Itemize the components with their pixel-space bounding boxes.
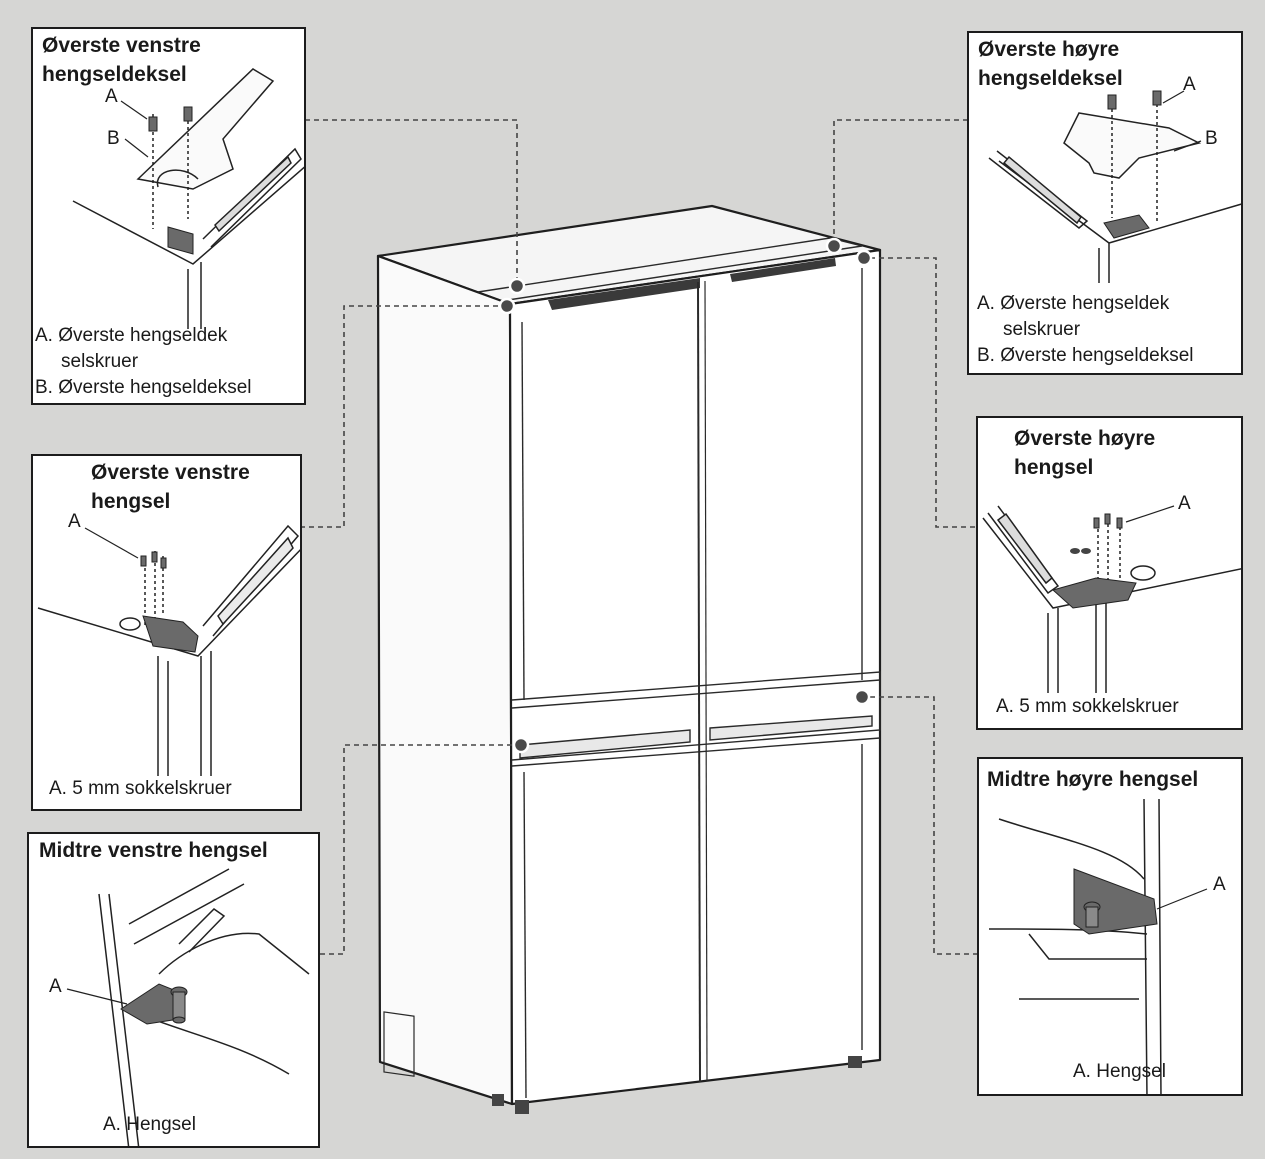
leader-middle-right-hinge [862, 696, 978, 955]
top-left-hinge-illustration [37, 524, 300, 776]
leader-top-left-cover [305, 119, 518, 284]
leader-middle-left-hinge [320, 744, 520, 955]
label-a: A [49, 976, 62, 997]
panel-caption: A. 5 mm sokkelskruer [49, 778, 232, 799]
panel-title: Øverste høyre hengseldeksel [978, 38, 1123, 90]
middle-left-hinge-illustration [66, 868, 310, 1146]
label-a: A [68, 511, 81, 532]
panel-middle-left-hinge: Midtre venstre hengsel A A. Hengsel [27, 832, 320, 1148]
hinge-point-middle-right [853, 688, 871, 706]
hinge-point-middle-left [512, 736, 530, 754]
hinge-point-top-left [498, 297, 516, 315]
panel-caption: A. Øverste hengseldek selskruer B. Øvers… [35, 325, 252, 398]
hinge-point-top-left-cover [508, 277, 526, 295]
panel-title: Midtre venstre hengsel [39, 839, 268, 862]
middle-right-hinge-illustration [988, 798, 1208, 1094]
hinge-points [498, 237, 873, 754]
panel-top-right-hinge-cover: Øverste høyre hengseldeksel A B A. Øvers… [967, 31, 1243, 375]
top-right-cover-illustration [988, 90, 1241, 283]
top-left-cover-illustration [72, 68, 304, 329]
label-a: A [1213, 874, 1226, 895]
panel-caption: A. Hengsel [1073, 1061, 1166, 1082]
label-a: A [105, 86, 118, 107]
label-a: A [1178, 493, 1191, 514]
panel-top-left-hinge: Øverste venstre hengsel A A. 5 mm sokkel… [31, 454, 302, 811]
panel-title: Øverste venstre hengseldeksel [42, 34, 201, 86]
panel-caption: A. 5 mm sokkelskruer [996, 696, 1179, 717]
refrigerator-body [376, 204, 882, 1106]
leader-top-right-hinge [864, 257, 975, 528]
leader-top-left-hinge [300, 305, 507, 528]
panel-middle-right-hinge: Midtre høyre hengsel A A. Hengsel [977, 757, 1243, 1096]
label-b: B [107, 128, 120, 149]
leader-lines [300, 119, 978, 955]
label-b: B [1205, 128, 1218, 149]
panel-title: Midtre høyre hengsel [987, 768, 1199, 791]
leader-top-right-cover [833, 119, 968, 244]
panel-top-right-hinge: Øverste høyre hengsel A A. 5 mm sokkelsk… [976, 416, 1243, 730]
panel-top-left-hinge-cover: Øverste venstre hengseldeksel A B A. Øve… [31, 27, 306, 405]
panel-title: Øverste høyre hengsel [1014, 427, 1156, 479]
top-right-hinge-illustration [982, 505, 1241, 693]
panel-caption: A. Hengsel [103, 1114, 196, 1135]
panel-caption: A. Øverste hengseldek selskruer B. Øvers… [977, 293, 1194, 366]
hinge-point-top-right-cover [825, 237, 843, 255]
hinge-point-top-right [855, 249, 873, 267]
panel-title: Øverste venstre hengsel [91, 461, 250, 513]
refrigerator-details [383, 237, 881, 1114]
label-a: A [1183, 74, 1196, 95]
